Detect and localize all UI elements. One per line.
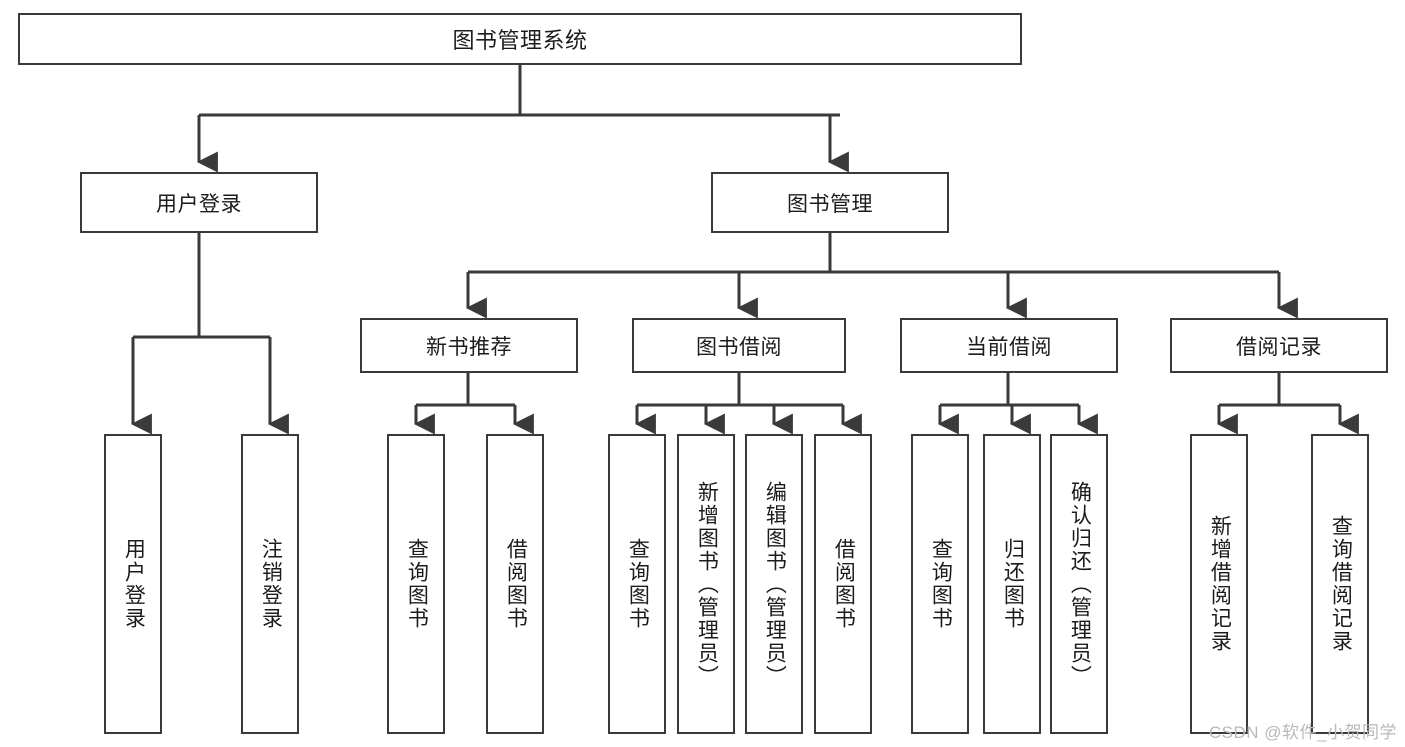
node-leaf-add-book-admin[interactable]: 新增图书（管理员） [677, 434, 735, 734]
node-leaf-return-book[interactable]: 归还图书 [983, 434, 1041, 734]
node-label: 新书推荐 [426, 335, 512, 359]
node-leaf-add-borrow-record[interactable]: 新增借阅记录 [1190, 434, 1248, 734]
node-label: 确认归还（管理员） [1068, 480, 1092, 688]
node-label: 当前借阅 [966, 335, 1052, 359]
node-label: 查询图书 [626, 538, 650, 630]
node-label: 图书管理 [787, 192, 873, 216]
node-label: 借阅图书 [832, 538, 856, 630]
node-label: 查询图书 [929, 538, 953, 630]
node-leaf-query-book-cb[interactable]: 查询图书 [911, 434, 969, 734]
node-label: 注销登录 [259, 538, 283, 630]
node-leaf-borrow-book-nbr[interactable]: 借阅图书 [486, 434, 544, 734]
node-leaf-borrow-book-bb[interactable]: 借阅图书 [814, 434, 872, 734]
node-label: 借阅记录 [1236, 335, 1322, 359]
node-label: 用户登录 [156, 192, 242, 216]
node-label: 新增图书（管理员） [695, 480, 719, 688]
node-book-borrow[interactable]: 图书借阅 [632, 318, 846, 373]
watermark-csdn: CSDN @软件_小贺同学 [1208, 723, 1397, 742]
node-user-login[interactable]: 用户登录 [80, 172, 318, 233]
node-leaf-confirm-return-admin[interactable]: 确认归还（管理员） [1050, 434, 1108, 734]
node-label: 查询借阅记录 [1329, 515, 1353, 653]
node-label: 图书管理系统 [452, 28, 588, 53]
node-leaf-logout[interactable]: 注销登录 [241, 434, 299, 734]
node-label: 新增借阅记录 [1208, 515, 1232, 653]
node-label: 查询图书 [405, 538, 429, 630]
node-current-borrow[interactable]: 当前借阅 [900, 318, 1118, 373]
node-leaf-user-login[interactable]: 用户登录 [104, 434, 162, 734]
node-label: 借阅图书 [504, 538, 528, 630]
node-label: 归还图书 [1001, 538, 1025, 630]
node-root-book-management-system[interactable]: 图书管理系统 [18, 13, 1022, 65]
node-leaf-query-borrow-record[interactable]: 查询借阅记录 [1311, 434, 1369, 734]
node-label: 图书借阅 [696, 335, 782, 359]
node-label: 编辑图书（管理员） [763, 480, 787, 688]
node-leaf-query-book-bb[interactable]: 查询图书 [608, 434, 666, 734]
node-book-management[interactable]: 图书管理 [711, 172, 949, 233]
node-leaf-edit-book-admin[interactable]: 编辑图书（管理员） [745, 434, 803, 734]
node-new-book-recommendation[interactable]: 新书推荐 [360, 318, 578, 373]
node-borrow-record[interactable]: 借阅记录 [1170, 318, 1388, 373]
node-label: 用户登录 [122, 538, 146, 630]
node-leaf-query-book-nbr[interactable]: 查询图书 [387, 434, 445, 734]
